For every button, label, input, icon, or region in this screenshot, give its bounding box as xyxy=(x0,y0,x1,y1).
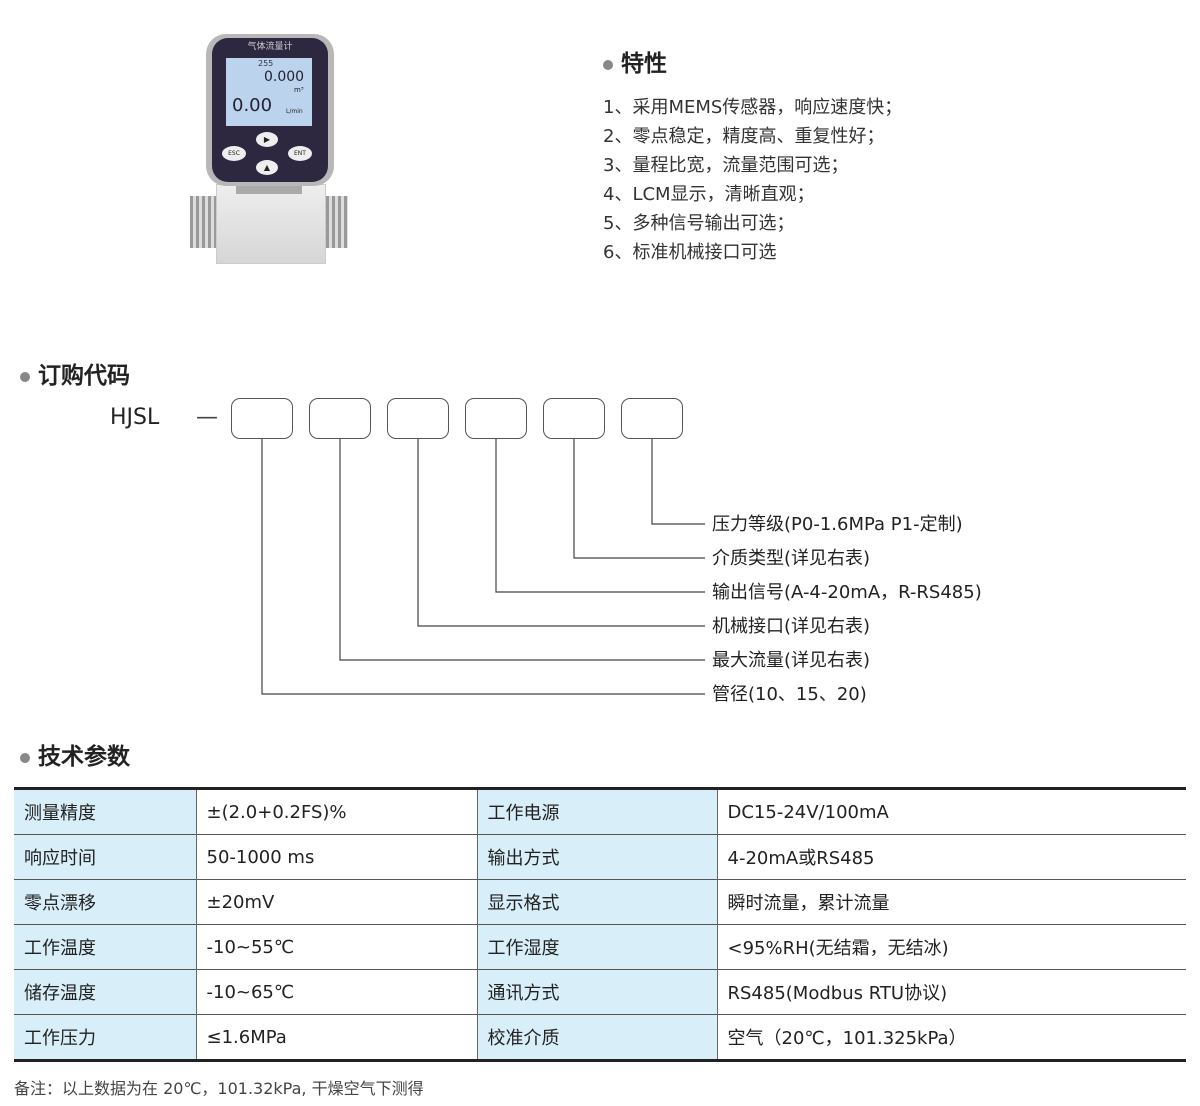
spec-value: ±20mV xyxy=(195,879,477,925)
order-heading: 订购代码 xyxy=(20,356,130,390)
spec-value: 瞬时流量，累计流量 xyxy=(716,879,1186,925)
spec-value: ≤1.6MPa xyxy=(195,1014,477,1061)
code-leader-lines xyxy=(261,439,705,695)
code-box-diameter xyxy=(231,398,293,439)
spec-label: 测量精度 xyxy=(14,788,196,835)
spec-label: 输出方式 xyxy=(476,834,717,880)
feature-item: 1、采用MEMS传感器，响应速度快； xyxy=(603,97,903,118)
esc-button[interactable]: ESC xyxy=(222,146,246,161)
spec-label: 响应时间 xyxy=(14,834,196,880)
spec-label: 储存温度 xyxy=(14,969,196,1015)
flowmeter-product-image: 气体流量计 255 0.000 m³ 0.00 L/min ▶ ▲ ESC EN… xyxy=(186,34,356,264)
order-prefix: HJSL xyxy=(110,405,160,430)
feature-item: 3、量程比宽，流量范围可选； xyxy=(603,155,849,176)
spec-value: 50-1000 ms xyxy=(195,834,477,880)
feature-item: 6、标准机械接口可选 xyxy=(603,242,777,263)
spec-label: 工作温度 xyxy=(14,924,196,970)
features-list: 1、采用MEMS传感器，响应速度快； 2、零点稳定，精度高、重复性好； 3、量程… xyxy=(603,93,902,267)
code-box-pressure xyxy=(621,398,683,439)
spec-value: <95%RH(无结霜，无结冰) xyxy=(716,924,1186,970)
footnote: 备注：以上数据为在 20℃，101.32kPa, 干燥空气下测得 xyxy=(14,1079,424,1098)
features-heading: 特性 xyxy=(603,44,667,78)
spec-value: ±(2.0+0.2FS)% xyxy=(195,788,477,835)
spec-label: 工作电源 xyxy=(476,788,717,835)
lcd-screen: 255 0.000 m³ 0.00 L/min xyxy=(226,58,312,126)
code-box-medium xyxy=(543,398,605,439)
spec-value: -10~65℃ xyxy=(195,969,477,1015)
spec-value: 空气（20℃，101.325kPa） xyxy=(716,1014,1186,1061)
spec-value: DC15-24V/100mA xyxy=(716,788,1186,835)
code-label-medium: 介质类型(详见右表) xyxy=(712,548,871,569)
feature-item: 2、零点稳定，精度高、重复性好； xyxy=(603,126,885,147)
spec-label: 工作湿度 xyxy=(476,924,717,970)
spec-label: 工作压力 xyxy=(14,1014,196,1061)
code-box-max-flow xyxy=(309,398,371,439)
code-label-diameter: 管径(10、15、20) xyxy=(712,684,867,705)
code-label-interface: 机械接口(详见右表) xyxy=(712,616,871,637)
spec-value: -10~55℃ xyxy=(195,924,477,970)
order-dash: — xyxy=(196,405,218,430)
spec-value: 4-20mA或RS485 xyxy=(716,834,1186,880)
code-box-interface xyxy=(387,398,449,439)
spec-value: RS485(Modbus RTU协议) xyxy=(716,969,1186,1015)
spec-label: 通讯方式 xyxy=(476,969,717,1015)
feature-item: 5、多种信号输出可选； xyxy=(603,213,795,234)
code-box-output xyxy=(465,398,527,439)
up-button[interactable]: ▲ xyxy=(256,160,278,175)
ent-button[interactable]: ENT xyxy=(288,146,312,161)
specs-heading: 技术参数 xyxy=(20,737,130,771)
code-label-max-flow: 最大流量(详见右表) xyxy=(712,650,871,671)
device-title: 气体流量计 xyxy=(247,42,293,52)
feature-item: 4、LCM显示，清晰直观； xyxy=(603,184,815,205)
right-button[interactable]: ▶ xyxy=(256,132,278,147)
spec-label: 零点漂移 xyxy=(14,879,196,925)
code-label-output: 输出信号(A-4-20mA，R-RS485) xyxy=(712,582,982,603)
code-label-pressure: 压力等级(P0-1.6MPa P1-定制) xyxy=(712,514,963,535)
spec-label: 显示格式 xyxy=(476,879,717,925)
spec-label: 校准介质 xyxy=(476,1014,717,1061)
